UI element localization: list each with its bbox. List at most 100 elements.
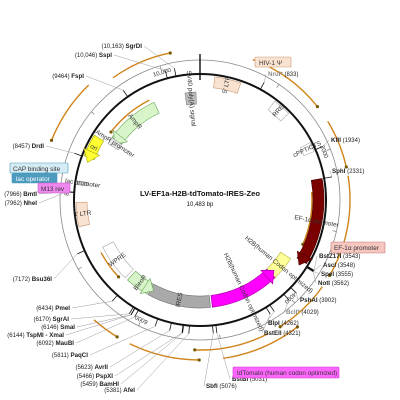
site-name: AscI [323,262,336,269]
site-sgrai: (6170) SgrAI [33,306,134,323]
orf-arrow-head [344,165,348,169]
site-bsteii: BstEII (4321) [261,307,301,337]
feature-arrowhead [83,147,101,163]
svg-text:M13 rev: M13 rev [41,186,65,193]
orf-arrow-head [109,130,113,134]
site-sgrdi: (10,163) SgrDI [101,43,177,77]
feature-label: ori [89,143,98,152]
tick-label: 6000 [134,313,149,325]
site-position: (3555) [334,272,353,278]
site-name: NotI [318,280,330,287]
site-label: BstBI (5031) [232,376,267,383]
site-name: BlpI [268,320,280,327]
site-name: FspI [71,73,84,80]
site-label: (5381) AfeI [104,387,135,394]
site-label: (7172) Bsu36I [13,276,53,283]
site-name: PmeI [55,305,70,312]
minor-tick [276,84,280,88]
backbone-circle [73,73,327,327]
orf-arrow-head [295,325,299,329]
site-position: (9464) [52,74,71,80]
site-label: BlpI (4262) [268,320,299,327]
callout-lac-operator: lac operator [11,172,58,184]
feature-label: 5' LTR [221,75,232,95]
callout-hiv1-psi: HIV-1 Ψ [254,56,292,68]
site-leader [85,75,124,91]
site-name: SbfI [206,383,218,390]
site-tick [130,307,136,316]
minor-tick [219,334,221,339]
plasmid-size: 10,483 bp [187,202,214,208]
site-name: SspI [99,52,112,59]
site-layer: (10,163) SgrDI(10,046) SspI (9464) FspI Nr… [4,43,364,394]
feature-5-ltr [213,76,242,94]
feature-3-ltr [75,201,91,228]
site-drdi: (8457) DrdI [13,143,83,157]
svg-text:tdTomato (human codon optimize: tdTomato (human codon optimized) [237,370,337,377]
site-leader [312,271,317,284]
site-tick [306,266,315,272]
site-position: (3548) [336,263,355,269]
site-label: (6434) PmeI [36,305,70,312]
site-tick [315,146,323,150]
site-name: SpeI [321,271,334,278]
site-leader [120,332,183,385]
site-label: (5466) PspXI [77,373,113,380]
callout-m13-rev: M13 rev [37,182,71,194]
site-position: (6170) [33,317,52,323]
site-tspmi-xmai: (6144) TspMI - XmaI [7,307,136,339]
site-label: (6092) MauBI [36,340,74,347]
site-leader [109,330,170,368]
callout-tdtomato: tdTomato (human codon optimized) [232,366,340,379]
site-label: NotI (3562) [318,280,349,287]
site-name: AfeI [123,387,135,394]
site-label: (7962) NheI [5,200,38,207]
site-leader [114,332,183,377]
site-position: (6146) [41,325,60,331]
site-label: (6144) TspMI - XmaI [7,332,64,339]
orf-arrow [222,326,298,360]
callout-ef1a-promoter: EF-1α promoter [330,241,386,254]
site-label: (9464) FspI [52,73,84,80]
site-asci: AscI (3548) [306,262,355,272]
orf-arrow [129,343,200,361]
site-label: (10,046) SspI [75,52,112,59]
site-tick [174,68,177,77]
orf-arrow [50,84,90,141]
feature-label: 3' LTR [73,210,92,219]
site-maubi: (6092) MauBI [36,309,139,347]
site-label: BclI* (4029) [286,309,319,316]
site-position: (5459) [80,382,99,388]
site-label: (6170) SgrAI [33,316,69,323]
orf-arrow-head [49,138,54,142]
site-name: TspMI - XmaI [26,332,64,339]
site-sspi: (10,046) SspI [75,52,168,79]
site-bamhi: (5459) BamHI [80,324,185,388]
orf-arrow [302,191,313,245]
feature-arrowhead [139,277,154,294]
orf-arrow-head [315,105,320,109]
site-fspi: (9464) FspI [52,73,129,98]
site-leader [216,332,231,380]
minor-tick [326,148,331,151]
orf-arrow [279,286,323,328]
site-name: PspXI [96,373,113,380]
site-nrui: NruI* (833) [259,71,298,90]
feature-arrowhead [260,269,275,285]
site-leader [283,300,290,313]
site-tick [212,325,214,334]
site-leader [261,314,271,334]
site-leader [76,314,131,328]
site-position: (4029) [300,310,319,316]
site-sbfi: SbfI (5076) [203,325,237,390]
site-tick [74,152,83,157]
feature-label: IRES [175,292,185,308]
site-name: PshAI [300,297,318,304]
site-label: SbfI (5076) [206,383,237,390]
site-position: (3543) [341,254,360,260]
site-tick [265,307,271,315]
site-bsu36i: (7172) Bsu36I [13,250,85,283]
feature-wpre [102,241,134,279]
feature-sv40-poly-a-signal [184,91,197,106]
site-tick [169,322,172,331]
